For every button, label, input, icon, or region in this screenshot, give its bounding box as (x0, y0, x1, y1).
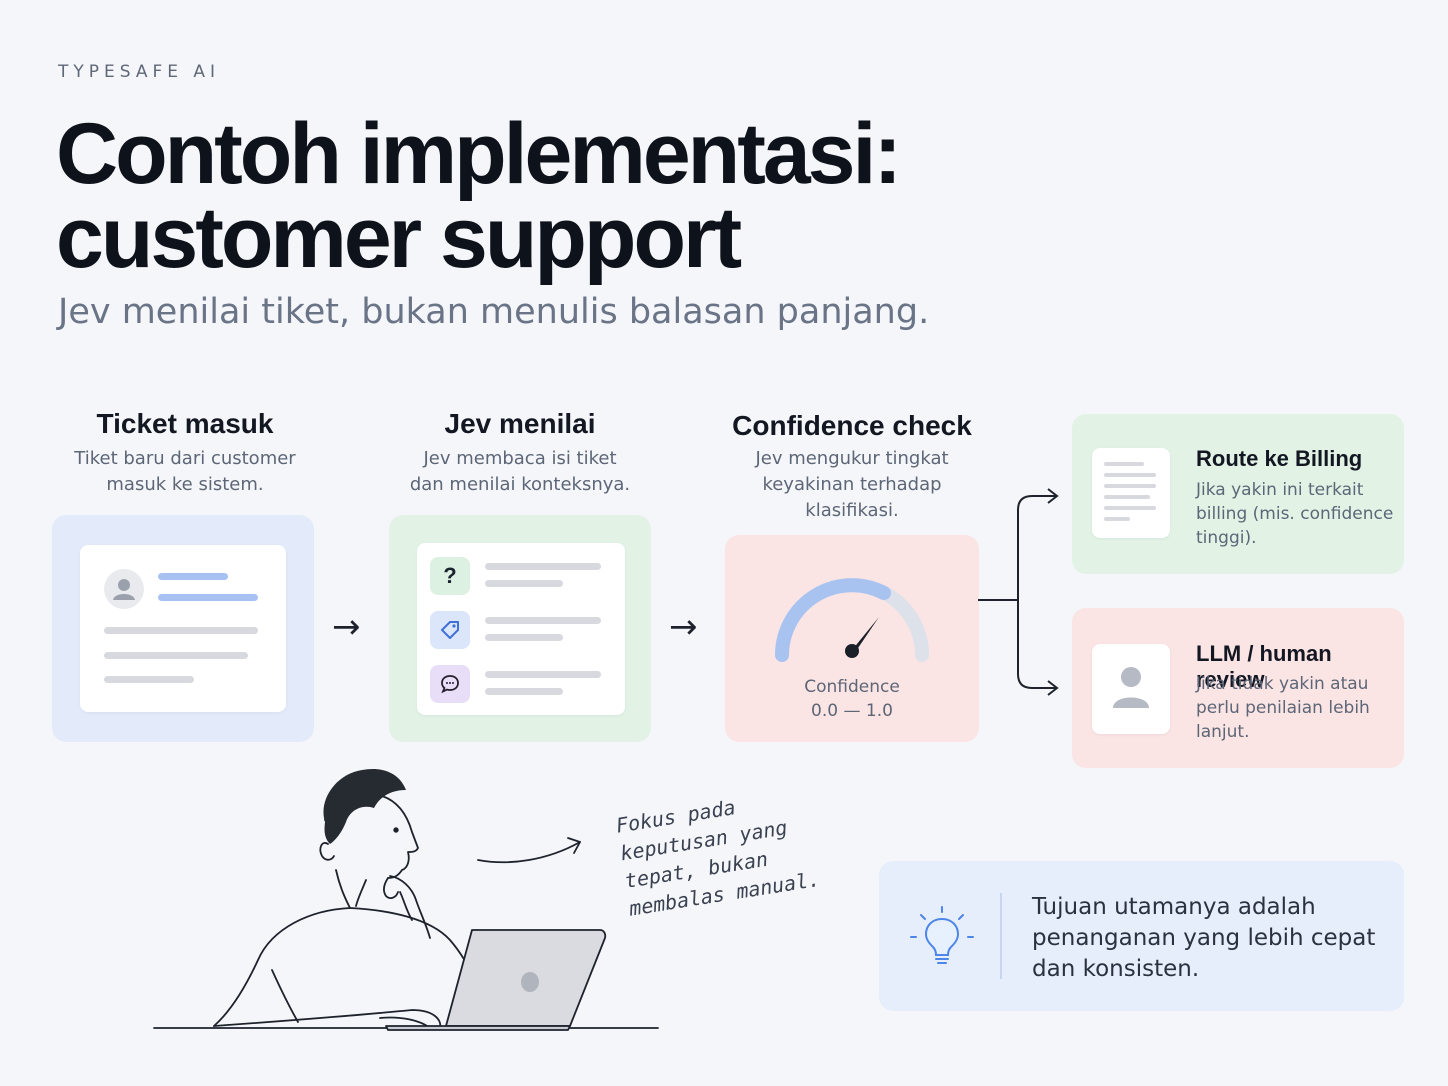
step-confidence-check: Confidence check Jev mengukur tingkat ke… (712, 410, 992, 524)
assess-inner: ? (417, 543, 625, 715)
person-at-laptop-illustration (153, 768, 659, 1031)
page-title-line2: customer support (56, 190, 742, 286)
step-desc-line: klasifikasi. (805, 500, 899, 521)
outcome-desc-line: Jika yakin ini terkait (1196, 480, 1364, 500)
text-line (1104, 506, 1156, 510)
arrow-right-icon: → (332, 607, 361, 647)
text-line (485, 617, 601, 624)
outcome-desc-line: billing (mis. confidence (1196, 504, 1394, 524)
step-desc-line: dan menilai konteksnya. (409, 474, 631, 495)
divider (1000, 893, 1002, 979)
text-line (1104, 473, 1156, 477)
step-desc: Jev mengukur tingkat keyakinan terhadap … (712, 446, 992, 524)
text-line (104, 627, 258, 634)
step-jev-menilai: Jev menilai Jev membaca isi tiket dan me… (380, 408, 660, 498)
outcome-desc-line: Jika tidak yakin atau (1196, 674, 1369, 694)
outcome-billing-card: Route ke Billing Jika yakin ini terkait … (1072, 414, 1404, 574)
outcome-title: LLM / human review (1196, 641, 1332, 692)
arrow-right-icon: → (669, 607, 698, 647)
text-line (158, 594, 258, 601)
lightbulb-icon (910, 906, 974, 964)
avatar-icon (104, 569, 144, 609)
outcome-desc-line: lanjut. (1196, 722, 1250, 742)
step-desc-line: Jev mengukur tingkat (755, 448, 949, 469)
gauge-range: 0.0 — 1.0 (811, 701, 893, 721)
step-desc: Tiket baru dari customer masuk ke sistem… (40, 446, 330, 498)
outcome-desc: Jika yakin ini terkait billing (mis. con… (1196, 478, 1393, 550)
outcome-title: Route ke Billing (1196, 446, 1363, 471)
step-title: Confidence check (732, 410, 972, 441)
page-title: Contoh implementasi: customer support (56, 106, 902, 286)
person-icon (1092, 644, 1170, 734)
goal-line: Tujuan utamanya adalah (1032, 894, 1316, 920)
text-line (485, 688, 563, 695)
goal-line: penanganan yang lebih cepat (1032, 925, 1376, 951)
text-line (485, 580, 563, 587)
tag-icon (430, 611, 470, 649)
brand-label: TYPESAFE AI (58, 62, 221, 82)
document-icon (1092, 448, 1170, 538)
step-title: Ticket masuk (96, 408, 274, 439)
question-icon: ? (430, 557, 470, 595)
text-line (1104, 462, 1144, 466)
ticket-inner (80, 545, 286, 712)
step-ticket-masuk: Ticket masuk Tiket baru dari customer ma… (40, 408, 330, 498)
text-line (1104, 484, 1156, 488)
text-line (1104, 517, 1130, 521)
text-line (1104, 495, 1150, 499)
step-desc-line: Tiket baru dari customer (74, 448, 296, 469)
text-line (485, 563, 601, 570)
text-line (158, 573, 228, 580)
outcome-desc-line: perlu penilaian lebih (1196, 698, 1370, 718)
step-desc-line: Jev membaca isi tiket (423, 448, 617, 469)
step-desc-line: keyakinan terhadap (762, 474, 942, 495)
gauge-label: Confidence (804, 677, 900, 697)
step-desc-line: masuk ke sistem. (106, 474, 264, 495)
goal-callout: Tujuan utamanya adalah penanganan yang l… (879, 861, 1404, 1011)
confidence-card: Confidence 0.0 — 1.0 (725, 535, 979, 742)
page-subtitle: Jev menilai tiket, bukan menulis balasan… (58, 292, 930, 332)
gauge-icon (775, 578, 929, 662)
assess-card: ? (389, 515, 651, 742)
text-line (104, 676, 194, 683)
ticket-card (52, 515, 314, 742)
step-title: Jev menilai (444, 408, 596, 439)
branch-connector (978, 488, 1059, 696)
outcome-review-card: LLM / human review Jika tidak yakin atau… (1072, 608, 1404, 768)
goal-line: dan konsisten. (1032, 956, 1200, 982)
outcome-desc-line: tinggi). (1196, 528, 1257, 548)
outcome-desc: Jika tidak yakin atau perlu penilaian le… (1196, 672, 1370, 744)
goal-text: Tujuan utamanya adalah penanganan yang l… (1032, 892, 1375, 985)
gauge-caption: Confidence 0.0 — 1.0 (725, 675, 979, 723)
text-line (485, 671, 601, 678)
page-title-line1: Contoh implementasi: (56, 106, 902, 202)
chat-bubble-icon (430, 665, 470, 703)
step-desc: Jev membaca isi tiket dan menilai kontek… (380, 446, 660, 498)
text-line (485, 634, 563, 641)
text-line (104, 652, 248, 659)
